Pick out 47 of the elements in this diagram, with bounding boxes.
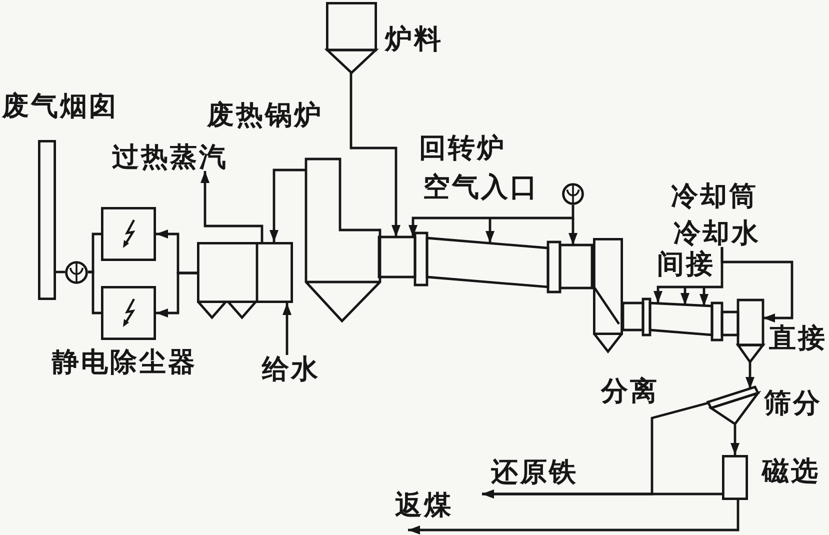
flow-arrow — [200, 171, 264, 242]
equipment-label: 回转炉 — [419, 135, 506, 162]
flow-line — [56, 270, 65, 274]
flow-arrow — [408, 205, 574, 237]
edge-label: 还原铁 — [491, 459, 578, 486]
equipment-label: 空气入口 — [423, 174, 539, 201]
discharge-hood — [593, 238, 623, 353]
flow-arrow — [270, 168, 305, 242]
equipment-label: 筛分 — [764, 390, 822, 417]
flow-arrow — [282, 303, 292, 355]
edge-label: 直接 — [769, 325, 827, 352]
stream-label: 给水 — [260, 355, 322, 383]
stream-label: 过热蒸汽 — [108, 143, 232, 171]
edge-label: 返煤 — [395, 492, 453, 519]
equipment-label: 冷却筒 — [671, 183, 758, 210]
precipitator-box — [101, 286, 156, 340]
equipment-label: 炉料 — [385, 26, 443, 53]
settling-chamber — [305, 158, 381, 323]
flow-arrow — [680, 287, 690, 305]
edge-label: 间接 — [657, 251, 715, 278]
flow-arrow — [350, 73, 400, 237]
feed-hopper — [326, 2, 377, 74]
flow-line — [88, 270, 101, 314]
screen-symbol — [705, 385, 760, 425]
air-fan-symbol — [562, 183, 584, 205]
chimney-stack — [38, 140, 56, 300]
flow-arrow — [568, 218, 578, 245]
equipment-label: 废气烟囱 — [2, 93, 118, 120]
precipitator-box — [101, 207, 156, 261]
fan-symbol — [65, 261, 88, 284]
equipment-label: 静电除尘器 — [52, 349, 197, 376]
flow-arrow — [720, 247, 794, 322]
edge-label: 分离 — [601, 378, 659, 405]
separator-box — [722, 455, 748, 500]
flow-arrow — [408, 500, 740, 534]
rotary-kiln — [378, 232, 593, 293]
cooler-drum — [622, 298, 764, 363]
flow-arrow — [730, 425, 740, 455]
equipment-label: 废热锅炉 — [207, 102, 323, 129]
stream-label: 冷却水 — [670, 219, 764, 247]
equipment-label: 磁选 — [762, 458, 820, 485]
flow-arrow — [486, 218, 494, 243]
flow-arrow — [156, 272, 197, 318]
boiler-box — [197, 242, 293, 319]
flow-arrow — [482, 402, 708, 498]
flow-arrow — [700, 287, 708, 306]
flow-arrow — [746, 362, 754, 389]
